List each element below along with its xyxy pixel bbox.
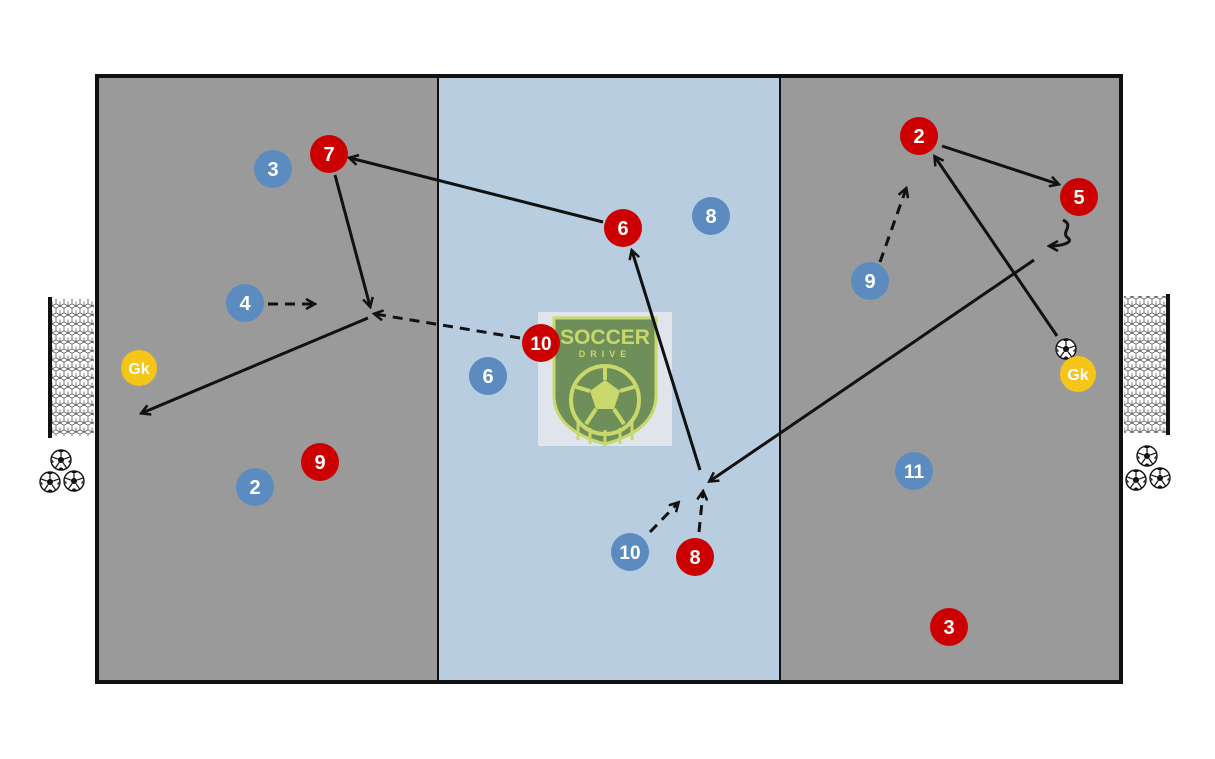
red-team: 7 6 10 9 8 2 5 3: [301, 117, 1098, 646]
player-number: 5: [1073, 187, 1084, 209]
run-arrow-blue-10: [648, 503, 678, 534]
ball-pile-right: [1125, 445, 1171, 491]
pass-arrow-6-to-7: [350, 158, 604, 224]
soccer-drive-logo: SOCCER DRIVE: [538, 312, 672, 446]
goalkeeper-label: Gk: [128, 361, 149, 378]
pass-arrow-7-down: [333, 174, 370, 306]
blue-player-8: 8: [692, 197, 730, 235]
player-number: 9: [314, 452, 325, 474]
soccer-ball-icon: [1149, 467, 1171, 489]
goal-net-icon: [1124, 294, 1170, 435]
blue-team: 3 4 2 8 6 10 9 11: [226, 150, 933, 571]
player-number: 10: [619, 543, 640, 564]
blue-player-6: 6: [469, 357, 507, 395]
goalkeeper-label: Gk: [1067, 367, 1088, 384]
player-number: 11: [904, 462, 925, 483]
pass-arrow-2-to-5: [941, 144, 1058, 184]
player-number: 3: [267, 159, 278, 181]
dribble-arrow-red-5: [1050, 218, 1071, 246]
player-number: 9: [864, 271, 875, 293]
red-player-7: 7: [310, 135, 348, 173]
blue-player-3: 3: [254, 150, 292, 188]
player-number: 6: [617, 218, 628, 240]
player-number: 10: [530, 334, 551, 355]
soccer-ball-icon: [63, 470, 85, 492]
pass-arrow-switch: [710, 258, 1035, 481]
player-number: 3: [943, 617, 954, 639]
pitch-border: [95, 74, 1123, 684]
red-player-2: 2: [900, 117, 938, 155]
soccer-ball-icon: [50, 449, 72, 471]
pass-arrow-to-goal: [142, 316, 369, 413]
red-player-3: 3: [930, 608, 968, 646]
run-arrow-10-support: [375, 314, 521, 340]
player-number: 4: [239, 293, 251, 315]
soccer-ball-icon: [39, 471, 61, 493]
goalkeeper-left: Gk: [121, 350, 157, 386]
movement-arrows: [142, 144, 1071, 534]
ball-pile-left: [39, 449, 85, 493]
soccer-ball-icon: [1055, 338, 1077, 360]
logo-title: SOCCER: [560, 326, 650, 349]
player-number: 6: [482, 366, 493, 388]
soccer-ball-icon: [1125, 469, 1147, 491]
red-player-10: 10: [522, 324, 560, 362]
player-number: 2: [913, 126, 924, 148]
goal-net-icon: [48, 297, 94, 438]
blue-player-11: 11: [895, 452, 933, 490]
red-player-5: 5: [1060, 178, 1098, 216]
blue-player-9: 9: [851, 262, 889, 300]
logo-subtitle: DRIVE: [579, 349, 632, 359]
run-arrow-red-8: [699, 492, 703, 533]
blue-player-2: 2: [236, 468, 274, 506]
blue-player-4: 4: [226, 284, 264, 322]
run-arrow-blue-9: [878, 189, 906, 263]
pass-arrow-8-to-6: [632, 251, 702, 471]
soccer-ball-icon: [1136, 445, 1158, 467]
goalkeeper-right: Gk: [1060, 356, 1096, 392]
red-player-6: 6: [604, 209, 642, 247]
player-number: 8: [689, 547, 700, 569]
blue-player-10: 10: [611, 533, 649, 571]
player-number: 2: [249, 477, 260, 499]
red-player-9: 9: [301, 443, 339, 481]
player-number: 7: [323, 144, 334, 166]
red-player-8: 8: [676, 538, 714, 576]
pass-arrow-gk-to-2: [935, 157, 1059, 337]
player-number: 8: [705, 206, 716, 228]
